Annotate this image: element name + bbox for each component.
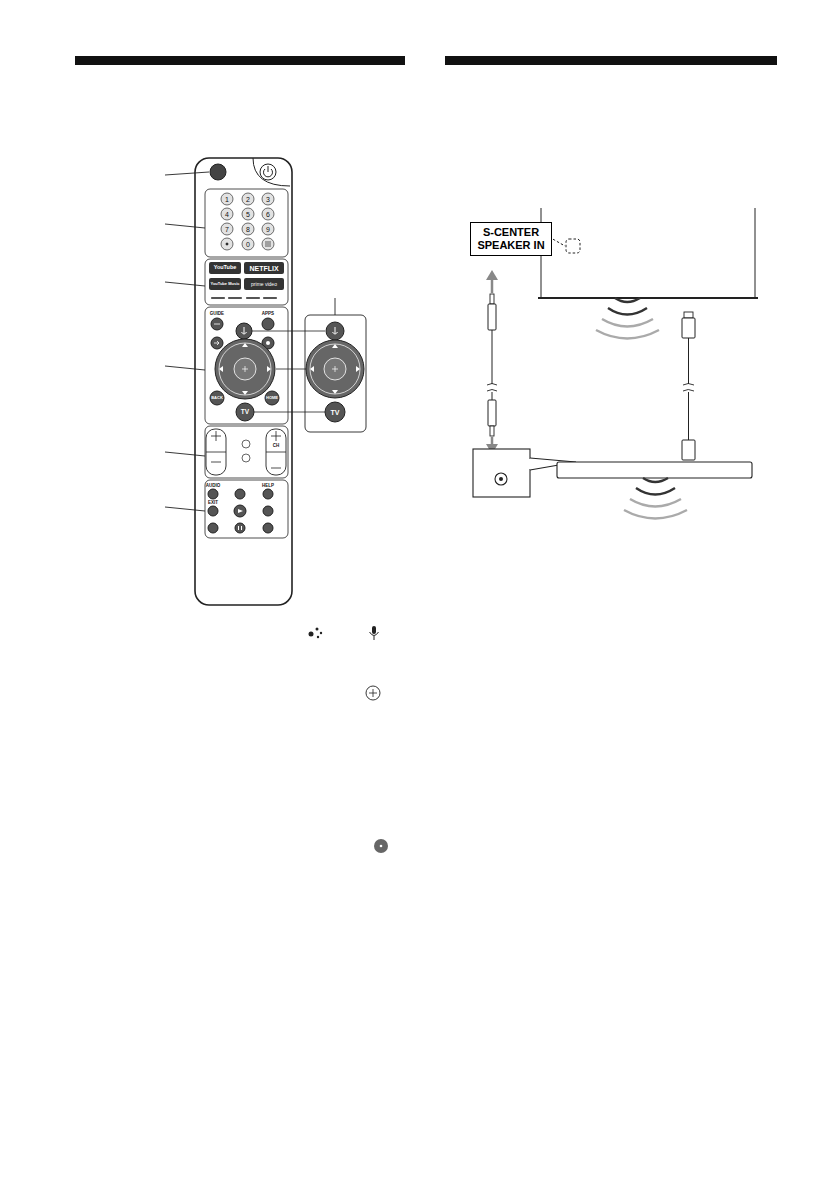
- button-label: NETFLIX: [249, 265, 278, 272]
- button-label: 4: [225, 211, 229, 218]
- header-bar: [75, 56, 405, 65]
- button-label: BACK: [211, 396, 223, 400]
- button-label: 8: [246, 226, 250, 233]
- button-label: 7: [225, 226, 229, 233]
- button-label: 6: [266, 211, 270, 218]
- button-label: 0: [246, 241, 250, 248]
- button-label: EXIT: [208, 501, 218, 506]
- button-label: 3: [266, 196, 270, 203]
- inline-icons: [309, 626, 389, 853]
- button-label: AUDIO: [206, 484, 221, 489]
- button-label: APPS: [262, 312, 274, 317]
- remote-control: [195, 158, 366, 605]
- button-label: prime video: [251, 282, 277, 287]
- button-label: TV: [331, 409, 340, 416]
- button-label: 1: [225, 196, 229, 203]
- button-label: HOME: [266, 396, 278, 400]
- port-name: S-CENTER SPEAKER IN: [476, 226, 546, 252]
- button-label: CH: [273, 444, 280, 449]
- dashed-leader: [553, 239, 565, 246]
- leader-lines: [165, 172, 209, 511]
- button-label: YouTube: [214, 265, 237, 271]
- button-label: GUIDE: [210, 312, 224, 317]
- button-label: YouTube Music: [211, 282, 240, 286]
- button-label: 2: [246, 196, 250, 203]
- button-label: TV: [241, 409, 249, 416]
- button-label: 9: [266, 226, 270, 233]
- port-label-box: S-CENTER SPEAKER IN: [470, 222, 552, 256]
- header-bar: [445, 56, 777, 65]
- button-label: HELP: [262, 484, 274, 489]
- button-label: 5: [246, 211, 250, 218]
